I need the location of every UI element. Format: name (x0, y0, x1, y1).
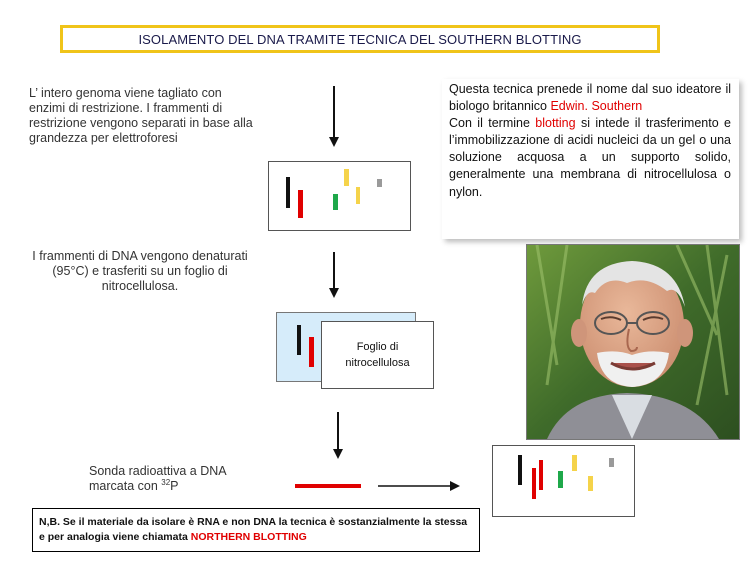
foil-label-2: nitrocellulosa (345, 357, 410, 369)
band-gray (377, 179, 382, 187)
final-bands (518, 455, 614, 499)
isotope-superscript: 32 (161, 478, 171, 487)
band-black (297, 325, 301, 355)
isotope-symbol: P (170, 479, 179, 493)
transfer-bands (297, 325, 314, 367)
description-text-1: Questa tecnica prenede il nome dal suo i… (449, 82, 731, 114)
note-box: N,B. Se il materiale da isolare è RNA e … (32, 508, 480, 552)
band-red (309, 337, 314, 367)
band-black (286, 177, 290, 208)
band-yellow-2 (356, 187, 360, 204)
description-text-3: si intede il trasferimento e l’immobiliz… (449, 116, 731, 199)
band-red (298, 190, 303, 218)
foil-label-1: Foglio di (356, 341, 399, 353)
electrophoresis-gel (268, 161, 411, 231)
portrait-illustration (527, 244, 739, 439)
denaturation-text: I frammenti di DNA vengono denaturati (9… (32, 249, 248, 293)
probe-line-1: Sonda radioattiva a DNA (89, 464, 227, 478)
band-red-1 (532, 468, 536, 499)
northern-blotting-label: NORTHERN BLOTTING (190, 531, 307, 543)
nitrocellulose-foil: Foglio di nitrocellulosa (321, 321, 434, 389)
note-text: N,B. Se il materiale da isolare è RNA e … (39, 516, 468, 543)
title-box: ISOLAMENTO DEL DNA TRAMITE TECNICA DEL S… (60, 25, 660, 53)
band-red-2 (539, 460, 543, 490)
inventor-name: Edwin. Southern (550, 99, 643, 114)
probe-text: Sonda radioattiva a DNA marcata con 32P (89, 464, 289, 494)
blotting-term: blotting (535, 116, 576, 131)
description-box: Questa tecnica prenede il nome dal suo i… (442, 79, 739, 239)
description-text-2: Con il termine (449, 116, 536, 131)
page-title: ISOLAMENTO DEL DNA TRAMITE TECNICA DEL S… (138, 31, 582, 47)
probe-line-2: marcata con (89, 479, 162, 493)
band-yellow-1 (344, 169, 349, 186)
band-black (518, 455, 522, 485)
portrait-photo (526, 244, 740, 440)
intro-text: L’ intero genoma viene tagliato con enzi… (29, 86, 253, 145)
band-green (558, 471, 563, 488)
band-green (333, 194, 338, 210)
band-yellow-1 (572, 455, 577, 471)
gel-bands (286, 169, 382, 218)
band-yellow-2 (588, 476, 593, 491)
band-gray (609, 458, 614, 467)
hybridized-membrane (492, 445, 635, 517)
